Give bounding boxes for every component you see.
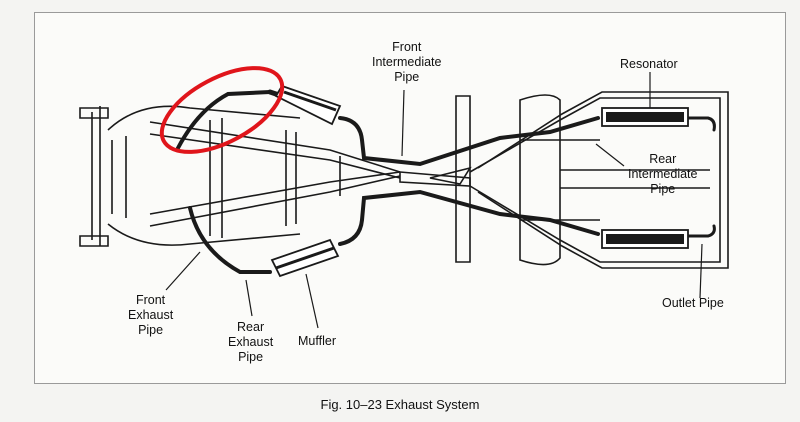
exhaust-pipes	[176, 89, 716, 274]
label-resonator: Resonator	[620, 57, 678, 72]
label-line: Exhaust	[128, 308, 174, 322]
diagram-frame	[34, 12, 786, 384]
label-line: Intermediate	[628, 167, 698, 181]
label-line: Pipe	[138, 323, 164, 337]
label-outlet-pipe: Outlet Pipe	[662, 296, 724, 311]
label-line: Pipe	[394, 70, 420, 84]
label-front-intermediate-pipe: Front Intermediate Pipe	[372, 40, 441, 85]
label-line: Outlet Pipe	[662, 296, 724, 310]
muffler-lower	[270, 238, 340, 278]
muffler-upper	[274, 84, 342, 126]
label-line: Pipe	[650, 182, 676, 196]
leader-lines	[165, 72, 703, 329]
resonator-lower	[601, 229, 689, 249]
label-line: Front	[392, 40, 422, 54]
label-line: Front	[135, 293, 166, 307]
resonator-upper	[601, 107, 689, 127]
label-rear-exhaust-pipe: Rear Exhaust Pipe	[228, 320, 273, 365]
highlight-circle	[159, 66, 285, 154]
figure-caption: Fig. 10–23 Exhaust System	[320, 397, 480, 412]
label-line: Rear	[649, 152, 677, 166]
label-muffler: Muffler	[298, 334, 336, 349]
label-line: Pipe	[238, 350, 264, 364]
label-rear-intermediate-pipe: Rear Intermediate Pipe	[628, 152, 697, 197]
label-line: Rear	[237, 320, 265, 334]
label-line: Resonator	[620, 57, 678, 71]
label-line: Intermediate	[372, 55, 442, 69]
label-line: Muffler	[298, 334, 336, 348]
label-line: Exhaust	[228, 335, 274, 349]
vehicle-frame	[79, 91, 729, 269]
label-front-exhaust-pipe: Front Exhaust Pipe	[128, 293, 173, 338]
